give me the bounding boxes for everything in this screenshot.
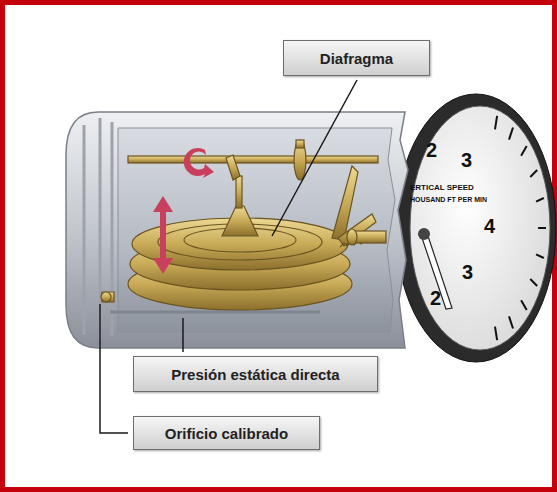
static-line bbox=[110, 311, 320, 314]
dial-number: 2 bbox=[426, 140, 437, 160]
instrument-case bbox=[66, 112, 408, 348]
frame bbox=[3, 3, 555, 490]
gauge bbox=[396, 94, 556, 362]
label-text: Presión estática directa bbox=[171, 366, 339, 383]
label-box: Presión estática directa bbox=[133, 356, 378, 392]
dial-number: 2 bbox=[430, 288, 441, 308]
dial-number: 3 bbox=[462, 262, 473, 282]
dial-legend: HOUSAND FT PER MIN bbox=[410, 196, 487, 203]
dial-number: 4 bbox=[484, 216, 495, 236]
case-cutaway bbox=[118, 128, 395, 332]
label-box: Diafragma bbox=[283, 40, 430, 76]
label-box: Orificio calibrado bbox=[133, 416, 320, 450]
label-text: Diafragma bbox=[320, 50, 393, 67]
linkage bbox=[101, 140, 386, 302]
dial-legend: ERTICAL SPEED bbox=[410, 184, 474, 192]
motion-arrows bbox=[153, 148, 214, 274]
case-rim bbox=[84, 118, 112, 340]
dial-number: 3 bbox=[461, 150, 472, 170]
label-text: Orificio calibrado bbox=[165, 425, 288, 442]
